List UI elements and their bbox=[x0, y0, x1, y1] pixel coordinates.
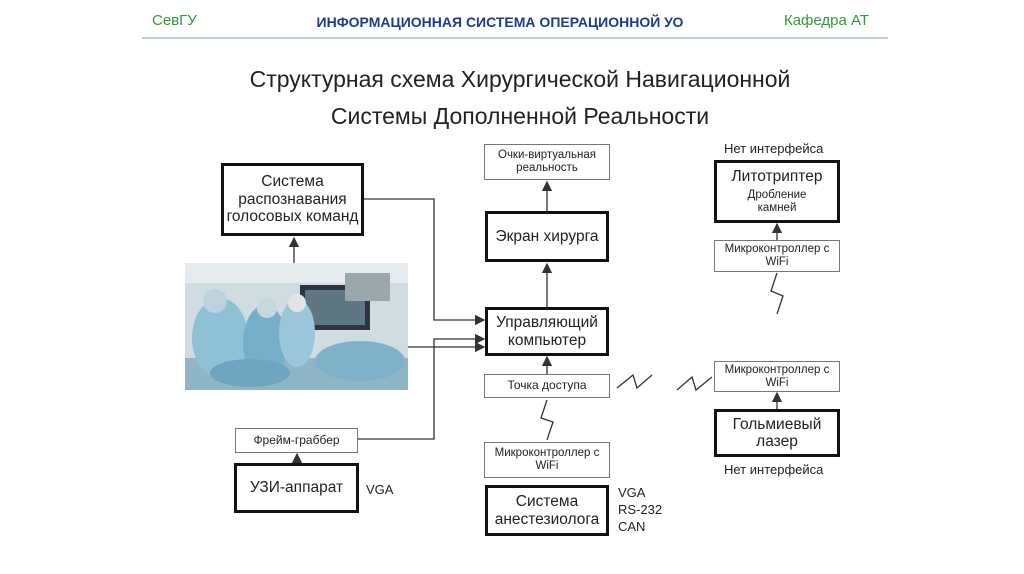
lithotripter-sublabel: Дробление камней bbox=[747, 188, 807, 214]
operating-room-photo bbox=[185, 263, 408, 390]
control-computer-box: Управляющий компьютер bbox=[485, 307, 609, 356]
ultrasound-port-label: VGA bbox=[366, 482, 394, 497]
mcu-bottom-box: Микроконтроллер с WiFi bbox=[714, 361, 840, 392]
anesthesia-box: Система анестезиолога bbox=[485, 485, 609, 536]
header-right: Кафедра АТ bbox=[783, 12, 869, 29]
surgeon-screen-box: Экран хирурга bbox=[485, 211, 609, 262]
mcu-center-box: Микроконтроллер с WiFi bbox=[484, 442, 610, 478]
slide-title-line2: Системы Дополненной Реальности bbox=[330, 103, 710, 129]
anesthesia-port-vga: VGA bbox=[618, 485, 646, 500]
frame-grabber-box: Фрейм-граббер bbox=[235, 428, 358, 453]
ultrasound-box: УЗИ-аппарат bbox=[234, 463, 359, 513]
mcu-top-box: Микроконтроллер с WiFi bbox=[714, 240, 840, 272]
lithotripter-label: Литотриптер bbox=[731, 168, 823, 186]
header-left: СевГУ bbox=[152, 12, 197, 29]
slide-title-line1: Структурная схема Хирургической Навигаци… bbox=[249, 66, 791, 92]
voice-recognition-box: Система распознавания голосовых команд bbox=[221, 163, 364, 236]
header-title: ИНФОРМАЦИОННАЯ СИСТЕМА ОПЕРАЦИОННОЙ УО bbox=[316, 14, 684, 30]
vr-glasses-box: Очки-виртуальная реальность bbox=[484, 144, 610, 180]
holmium-laser-box: Гольмиевый лазер bbox=[714, 409, 840, 457]
anesthesia-port-can: CAN bbox=[618, 519, 646, 534]
no-interface-bottom-label: Нет интерфейса bbox=[724, 462, 824, 477]
no-interface-top-label: Нет интерфейса bbox=[724, 141, 824, 156]
header-divider bbox=[142, 37, 888, 39]
access-point-box: Точка доступа bbox=[484, 374, 610, 398]
lithotripter-box: Литотриптер Дробление камней bbox=[714, 160, 840, 223]
anesthesia-port-rs232: RS-232 bbox=[618, 502, 663, 517]
